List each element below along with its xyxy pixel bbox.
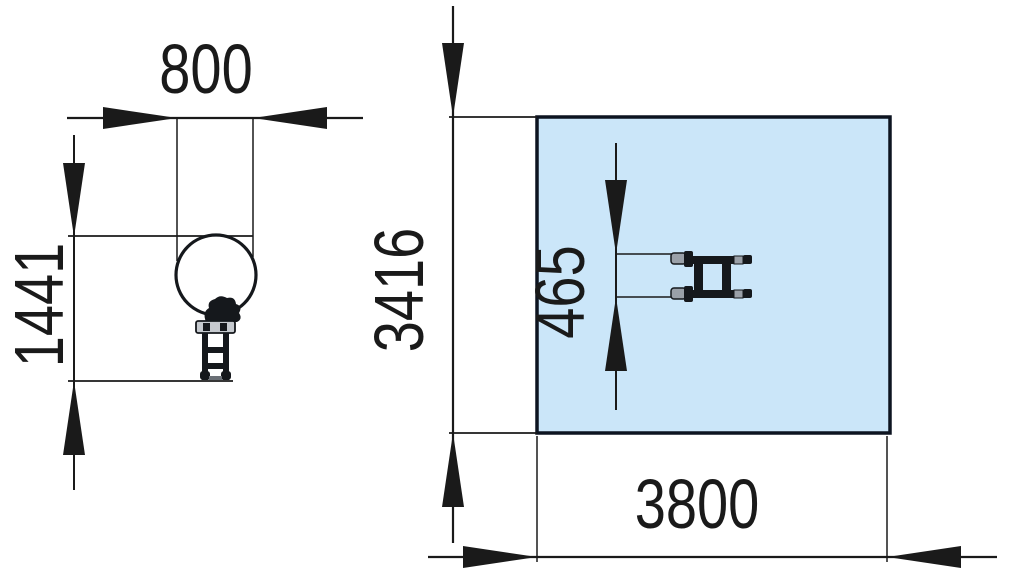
dimension-800 bbox=[67, 107, 363, 261]
handle-cap bbox=[670, 252, 687, 265]
dimension-3800 bbox=[428, 436, 997, 568]
fitting bbox=[733, 289, 744, 299]
arrowhead-down-icon bbox=[605, 180, 627, 254]
end-cap bbox=[743, 255, 752, 264]
plate-bolt bbox=[220, 323, 227, 331]
arrowhead-right-icon bbox=[463, 546, 537, 568]
post-rail bbox=[202, 333, 208, 380]
cross-bar bbox=[722, 256, 731, 298]
dimension-label-3800: 3800 bbox=[634, 465, 760, 543]
plan-view bbox=[428, 6, 997, 568]
plate-bolt bbox=[203, 323, 210, 331]
arrowhead-up-icon bbox=[442, 433, 464, 507]
foot bbox=[200, 371, 210, 380]
foot-bar bbox=[209, 376, 222, 380]
dimension-label-800: 800 bbox=[159, 30, 253, 108]
top-rail bbox=[680, 256, 748, 264]
clamp bbox=[684, 286, 693, 302]
dimension-465 bbox=[605, 143, 676, 410]
dimension-1441 bbox=[63, 135, 253, 490]
clamp-assembly bbox=[204, 296, 241, 322]
arrowhead-up-icon bbox=[605, 297, 627, 371]
arrowhead-down-icon bbox=[442, 43, 464, 117]
safety-area bbox=[535, 115, 892, 435]
clamp bbox=[684, 251, 693, 267]
bottom-rail bbox=[680, 290, 748, 298]
rung bbox=[202, 363, 229, 369]
arrowhead-up-icon bbox=[63, 381, 85, 455]
rung bbox=[202, 347, 229, 353]
arrowhead-left-icon bbox=[253, 107, 327, 129]
equipment-top-view bbox=[670, 251, 752, 302]
end-cap bbox=[743, 289, 752, 298]
fitting bbox=[733, 255, 744, 265]
foot bbox=[221, 371, 231, 380]
dimension-label-465: 465 bbox=[521, 245, 599, 339]
cross-bar bbox=[694, 256, 703, 298]
arrowhead-right-icon bbox=[103, 107, 177, 129]
arrowhead-left-icon bbox=[887, 546, 961, 568]
mount-plate bbox=[195, 320, 236, 334]
handle-cap bbox=[670, 287, 687, 300]
equipment-front-view bbox=[174, 233, 258, 380]
dimension-label-1441: 1441 bbox=[0, 242, 78, 368]
front-view bbox=[63, 107, 363, 490]
dimension-3416 bbox=[442, 6, 537, 543]
post-rail bbox=[223, 333, 229, 380]
arrowhead-down-icon bbox=[63, 163, 85, 237]
dimension-label-3416: 3416 bbox=[360, 227, 438, 353]
